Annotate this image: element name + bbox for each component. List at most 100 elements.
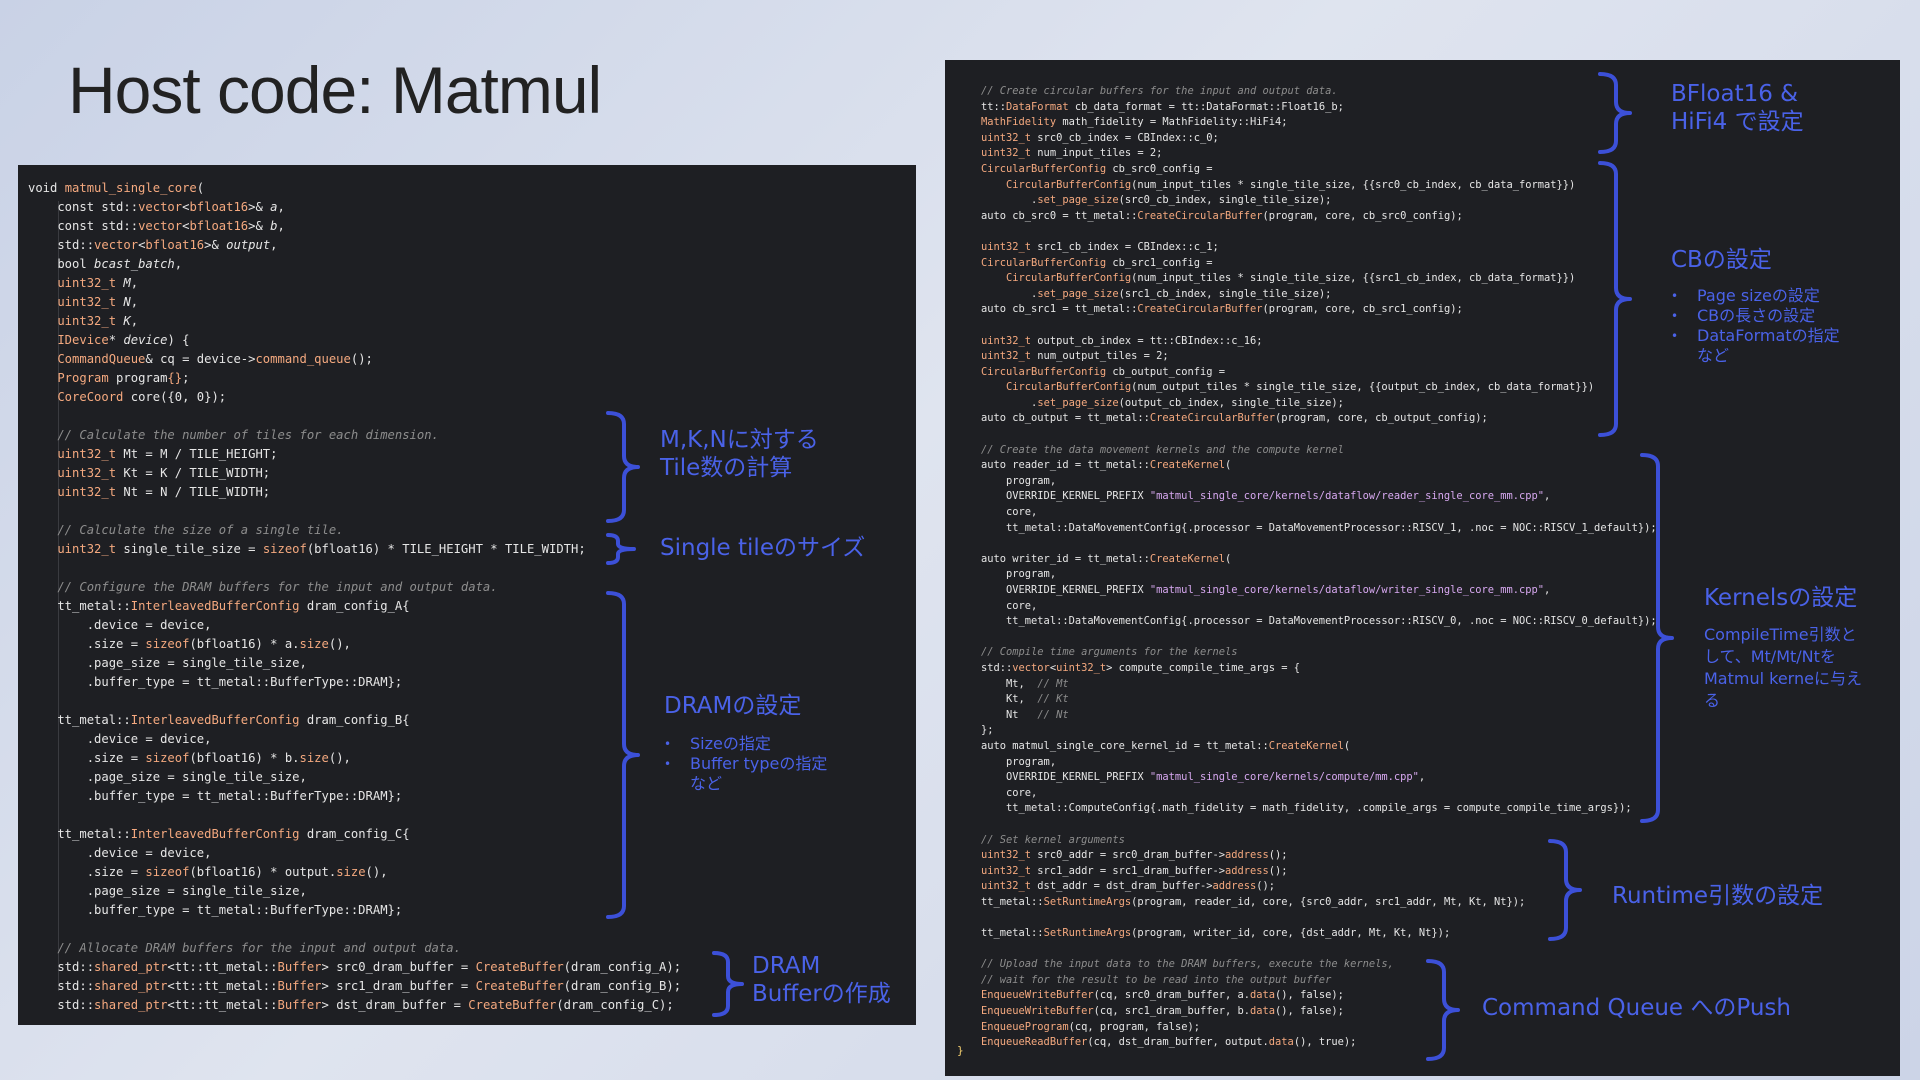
code-token: .buffer_type = tt_metal::BufferType::DRA…	[28, 903, 403, 917]
code-line: const std::vector<bfloat16>& b,	[28, 217, 681, 236]
code-token: (	[196, 181, 205, 195]
code-token: (program, writer_id, core, {dst_addr, Mt…	[1131, 927, 1451, 940]
code-token: (	[1343, 739, 1351, 752]
code-line: auto cb_output = tt_metal::CreateCircula…	[981, 411, 1657, 427]
brace-kernels	[1640, 453, 1674, 823]
code-line: CircularBufferConfig cb_src1_config =	[981, 256, 1657, 272]
annotation-dram-buffer: DRAM Bufferの作成	[752, 953, 891, 1007]
annotation-dram: DRAMの設定	[664, 693, 802, 719]
code-token: uint32_t	[28, 276, 124, 290]
code-token: core,	[981, 786, 1038, 799]
code-token: ();	[350, 352, 373, 366]
code-token: CommandQueue	[28, 352, 146, 366]
code-token: OVERRIDE_KERNEL_PREFIX	[981, 584, 1150, 596]
bullet-item: CBの長さの設定	[1671, 306, 1840, 326]
code-token: SetRuntimeArgs	[1043, 895, 1132, 908]
code-line: .device = device,	[28, 844, 681, 863]
code-line: EnqueueReadBuffer(cq, dst_dram_buffer, o…	[981, 1035, 1657, 1051]
code-line: std::shared_ptr<tt::tt_metal::Buffer> ds…	[28, 996, 681, 1015]
code-token: uint32_t	[1056, 661, 1107, 674]
code-token: uint32_t	[981, 880, 1032, 893]
code-token: sizeof	[262, 542, 307, 556]
code-line: Kt, // Kt	[981, 692, 1657, 708]
code-line: // wait for the result to be read into t…	[981, 973, 1657, 989]
code-token: // Create the data movement kernels and …	[981, 443, 1344, 456]
code-token: set_page_size	[1037, 396, 1119, 409]
left-code-block: void matmul_single_core( const std::vect…	[28, 179, 681, 1015]
code-token: src0_addr = src0_dram_buffer->	[1031, 849, 1225, 862]
code-token: cb_src1_config =	[1106, 256, 1213, 269]
code-line: tt_metal::DataMovementConfig{.processor …	[981, 521, 1657, 537]
code-line: uint32_t dst_addr = dst_dram_buffer->add…	[981, 879, 1657, 895]
code-token: Kt = K / TILE_WIDTH;	[116, 466, 271, 480]
code-token: ();	[1268, 864, 1288, 877]
code-token: (program, reader_id, core, {src0_addr, s…	[1131, 895, 1526, 908]
code-token: core({0, 0});	[123, 390, 227, 404]
code-token: // wait for the result to be read into t…	[981, 973, 1332, 986]
code-token: program,	[981, 755, 1057, 768]
brace-tiles	[606, 411, 640, 523]
code-token: tt::	[981, 100, 1007, 113]
code-line: .size = sizeof(bfloat16) * b.size(),	[28, 749, 681, 768]
code-token: >&	[248, 200, 271, 214]
code-line: OVERRIDE_KERNEL_PREFIX "matmul_single_co…	[981, 489, 1657, 505]
code-token: uint32_t	[981, 849, 1032, 862]
code-token: > src0_dram_buffer =	[321, 960, 476, 974]
code-line: uint32_t output_cb_index = tt::CBIndex::…	[981, 334, 1657, 350]
indent-guide	[58, 201, 59, 991]
code-token: CreateKernel	[1268, 739, 1344, 752]
code-token: std::	[28, 238, 95, 252]
code-line: core,	[981, 599, 1657, 615]
code-token: single_tile_size =	[116, 542, 263, 556]
code-token: set_page_size	[1037, 287, 1119, 300]
code-token: CircularBufferConfig	[981, 162, 1107, 175]
code-token: // Kt	[1037, 693, 1069, 706]
code-token: (), false);	[1275, 1005, 1344, 1018]
code-token: (), false);	[1275, 989, 1344, 1002]
code-token: .device = device,	[28, 618, 212, 632]
code-token: tt_metal::	[981, 927, 1044, 940]
code-line: CircularBufferConfig(num_input_tiles * s…	[981, 271, 1657, 287]
code-token: ,	[1544, 584, 1551, 596]
code-token: auto cb_src0 = tt_metal::	[981, 209, 1138, 222]
code-token: shared_ptr	[94, 960, 168, 974]
code-token: (), true);	[1293, 1036, 1357, 1049]
code-line: Program program{};	[28, 369, 681, 388]
code-line: // Configure the DRAM buffers for the in…	[28, 578, 681, 597]
code-token: (bfloat16) * b.	[189, 751, 300, 765]
code-token: void	[28, 181, 65, 195]
code-token: data	[1268, 1036, 1294, 1049]
code-token: src1_cb_index = CBIndex::c_1;	[1031, 240, 1219, 253]
code-line: std::vector<uint32_t> compute_compile_ti…	[981, 661, 1657, 677]
code-line: .set_page_size(src1_cb_index, single_til…	[981, 287, 1657, 303]
code-token: math_fidelity = MathFidelity::HiFi4;	[1056, 116, 1288, 129]
code-token: (cq, program, false);	[1068, 1020, 1200, 1033]
code-token: b	[270, 219, 278, 233]
code-line: .device = device,	[28, 616, 681, 635]
code-token: std::	[28, 960, 95, 974]
code-token: bool	[28, 257, 95, 271]
code-token: Buffer	[277, 998, 322, 1012]
code-line: MathFidelity math_fidelity = MathFidelit…	[981, 115, 1657, 131]
code-token: output_cb_index = tt::CBIndex::c_16;	[1031, 334, 1263, 347]
code-token: >&	[204, 238, 227, 252]
code-token: InterleavedBufferConfig	[130, 599, 300, 613]
code-line	[981, 318, 1657, 334]
code-line: const std::vector<bfloat16>& a,	[28, 198, 681, 217]
code-token: (bfloat16) * a.	[189, 637, 300, 651]
code-token: {}	[167, 371, 183, 385]
code-token: OVERRIDE_KERNEL_PREFIX	[981, 490, 1150, 503]
code-token: <	[138, 238, 146, 252]
code-line	[981, 427, 1657, 443]
code-token: CreateCircularBuffer	[1149, 412, 1276, 425]
code-token: > src1_dram_buffer =	[321, 979, 476, 993]
code-token: uint32_t	[28, 466, 117, 480]
code-token: auto matmul_single_core_kernel_id = tt_m…	[981, 739, 1269, 752]
code-token: .size =	[28, 751, 146, 765]
code-token: OVERRIDE_KERNEL_PREFIX	[981, 771, 1150, 784]
code-token: (num_output_tiles * single_tile_size, {{…	[1131, 381, 1595, 394]
code-token: CircularBufferConfig	[1006, 178, 1132, 191]
right-code-block: // Create circular buffers for the input…	[981, 84, 1657, 1066]
annotation-bfloat: BFloat16 & HiFi4 で設定	[1671, 81, 1804, 135]
left-code-panel: void matmul_single_core( const std::vect…	[18, 165, 916, 1025]
